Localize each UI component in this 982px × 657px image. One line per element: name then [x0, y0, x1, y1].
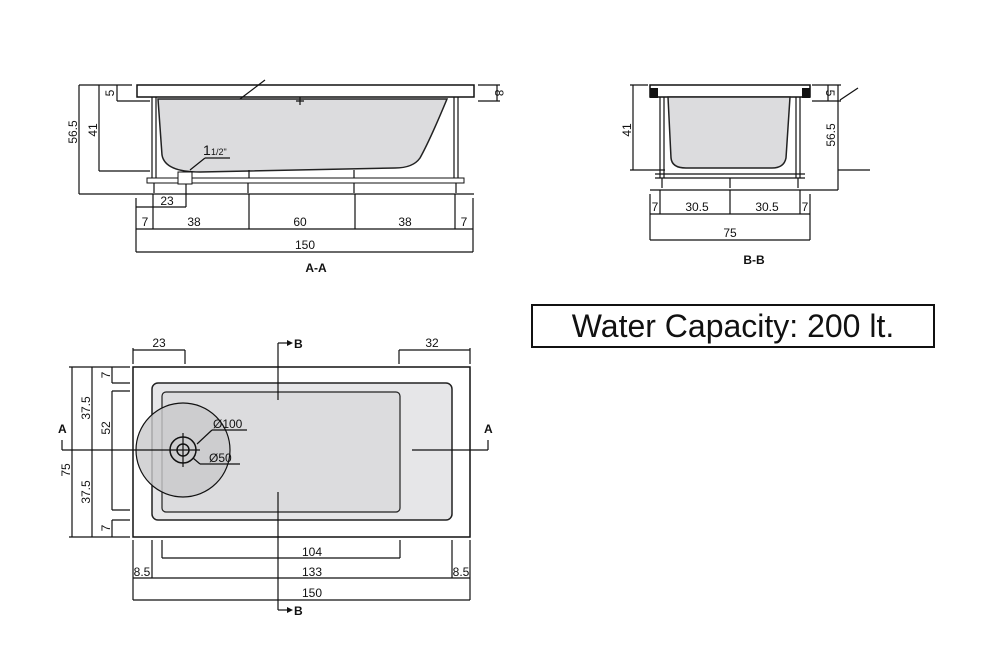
- dim-length: 150: [295, 238, 315, 252]
- dim-seg: 7: [142, 215, 149, 229]
- dim-half: 37.5: [79, 480, 93, 504]
- dim-height-total: 56.5: [824, 123, 838, 147]
- dim-rim: 5: [103, 89, 117, 96]
- dim-seg: 38: [187, 215, 201, 229]
- dim-height-tub: 41: [620, 123, 634, 137]
- dim-edge-left: 8.5: [134, 565, 151, 579]
- section-bb-view: 41 5 56.5 7 30.5 30.5 7 75 B-B: [620, 84, 870, 267]
- dim-height-tub: 41: [86, 123, 100, 137]
- water-capacity-box: Water Capacity: 200 lt.: [531, 304, 935, 348]
- dim-inner-width: 52: [99, 421, 113, 435]
- dim-width: 75: [723, 226, 737, 240]
- dim-edge-right: 8.5: [453, 565, 470, 579]
- drain-size-fraction: 1/2": [211, 147, 227, 157]
- section-b-marker: B: [294, 604, 303, 618]
- legs: [153, 170, 457, 193]
- circle-small-label: Ø50: [209, 451, 232, 465]
- dim-seg: 30.5: [685, 200, 709, 214]
- dim-seg: 7: [461, 215, 468, 229]
- section-b-marker: B: [294, 337, 303, 351]
- dim-seg: 60: [293, 215, 307, 229]
- dim-seg: 7: [652, 200, 659, 214]
- section-aa-label: A-A: [305, 261, 327, 275]
- dim-right-margin: 32: [425, 336, 439, 350]
- tub-basin: [157, 98, 449, 173]
- section-aa-view: 1 1/2" 56.5 41 5 8 23 7 38 60 38 7 150 A…: [66, 79, 506, 275]
- circle-large-label: Ø100: [213, 417, 243, 431]
- dim-half: 37.5: [79, 396, 93, 420]
- dim-edge-top: 7: [99, 371, 113, 378]
- tub-basin: [667, 96, 791, 169]
- dim-basin-length: 133: [302, 565, 322, 579]
- dim-edge-bottom: 7: [99, 524, 113, 531]
- dim-seg: 38: [398, 215, 412, 229]
- dim-width: 75: [59, 463, 73, 477]
- dim-inner-length: 104: [302, 545, 322, 559]
- dim-rim: 5: [823, 90, 837, 97]
- section-bb-label: B-B: [743, 253, 765, 267]
- base-frame: [146, 177, 465, 184]
- dim-rim-right: 8: [492, 90, 506, 97]
- drain: [177, 171, 193, 185]
- dim-seg: 7: [802, 200, 809, 214]
- dim-height-total: 56.5: [66, 120, 80, 144]
- dim-drain-x: 23: [152, 336, 166, 350]
- section-a-marker: A: [58, 422, 67, 436]
- plan-view: A A B B Ø100 Ø50 23 32 75 37.5 37.5 52 7…: [58, 336, 493, 618]
- drain-size-label: 1: [203, 142, 211, 158]
- dim-drain-offset: 23: [160, 194, 174, 208]
- rim: [649, 84, 811, 98]
- section-a-marker: A: [484, 422, 493, 436]
- dim-seg: 30.5: [755, 200, 779, 214]
- rim: [136, 84, 475, 98]
- dim-length: 150: [302, 586, 322, 600]
